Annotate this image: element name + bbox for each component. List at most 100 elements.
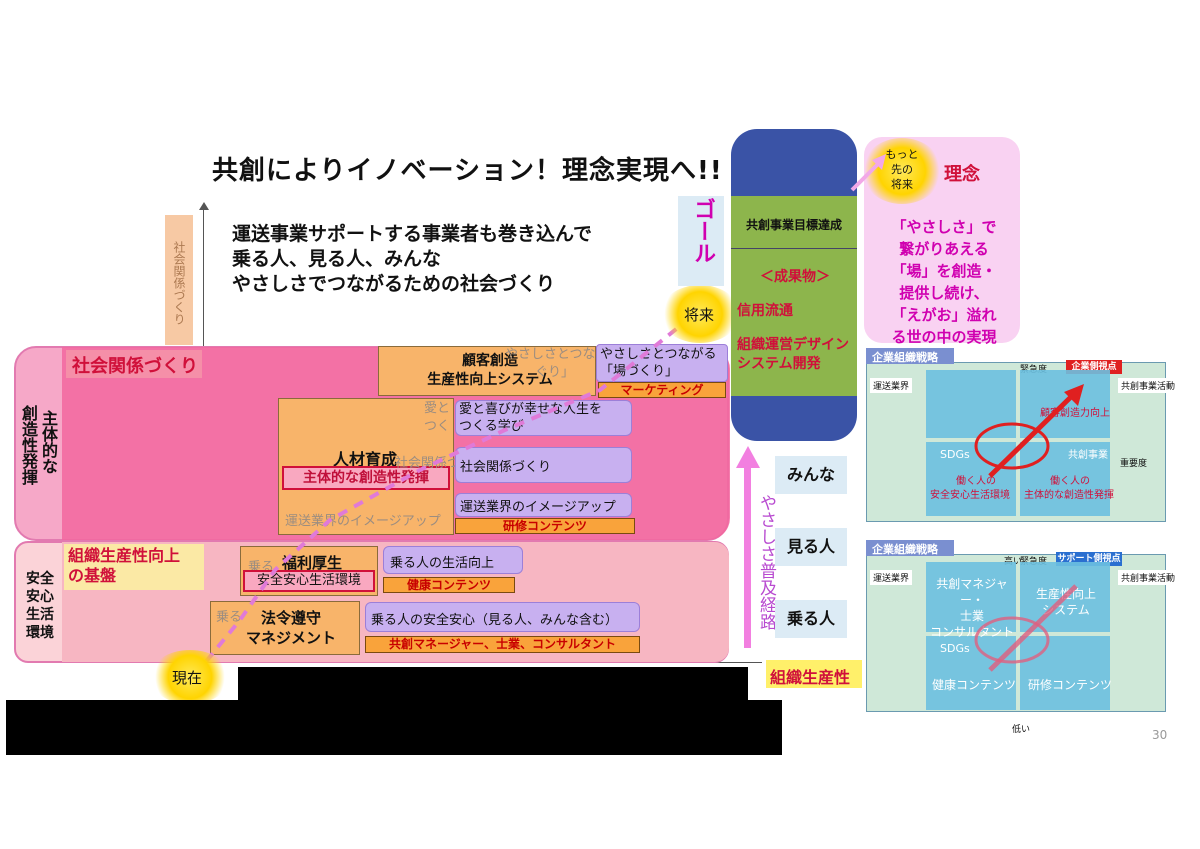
route-arrow-shaft <box>744 466 751 648</box>
band-creativity-title: 社会関係づくり <box>72 356 198 377</box>
route-minna: みんな <box>775 456 847 494</box>
route-noru: 乗る人 <box>775 600 847 638</box>
jinzai-title: 人材育成 <box>333 450 398 469</box>
goal-green-panel <box>731 196 857 396</box>
kokyaku-text: 顧客創造 生産性向上システム <box>410 352 570 390</box>
matrix-bot-c-group: 共創マネジャー・ 士業 コンサルタント <box>930 576 1014 640</box>
image-box <box>455 493 632 517</box>
motto-marker <box>862 138 942 204</box>
kenko-tag: 健康コンテンツ <box>383 577 515 593</box>
kokyaku-box <box>378 346 596 396</box>
hourei-line-2: マネジメント <box>246 629 337 647</box>
rinen-line-6: る世の中の実現 <box>891 328 997 346</box>
y-axis-label: 社会関係づくり <box>165 215 193 345</box>
goal-seika: ＜成果物＞ <box>760 269 830 285</box>
subtitle-line-1: 運送事業サポートする事業者も巻き込んで <box>232 223 593 245</box>
rinen-title: 理念 <box>944 164 980 185</box>
matrix-top <box>866 362 1166 522</box>
matrix-top-title-box <box>866 348 954 364</box>
matrix-top-c4: 安全安心生活環境 <box>930 490 1010 501</box>
redaction-block-2 <box>6 700 782 755</box>
band-safety-title-1: 組織生産性向上 <box>68 546 181 565</box>
shakai-text: 社会関係づくり <box>460 460 552 475</box>
matrix-top-c5: 働く人の <box>1050 476 1090 487</box>
matrix-bot-tag2: 共創事業活動 <box>1118 570 1179 585</box>
fukuri-title: 福利厚生 <box>282 554 343 572</box>
ghost-ai: 愛と つく <box>424 400 450 436</box>
fukuri-subtitle: 安全安心生活環境 <box>243 570 375 592</box>
matrix-bot-c6: SDGs <box>940 642 970 655</box>
marketing-tag: マーケティング <box>598 382 726 398</box>
band-creativity-side-a: 主体的な <box>39 410 58 474</box>
ghost-ai-1: 愛と <box>424 401 451 416</box>
rinen-text: 「やさしさ」で 繋がりあえる 「場」を創造・ 提供し続け、 「えがお」溢れ る世… <box>872 216 1016 348</box>
matrix-top-k2: 重要度 <box>1120 459 1148 469</box>
shorai-label: 将来 <box>684 306 715 324</box>
band-creativity-title-box <box>66 350 202 378</box>
rinen-arrow <box>850 154 886 192</box>
subtitle-line-2: 乗る人、見る人、みんな <box>232 248 442 270</box>
matrix-bot-tag1: 運送業界 <box>870 570 913 585</box>
kokyaku-line-1: 顧客創造 <box>462 353 518 369</box>
matrix-top-arrow <box>974 384 1084 478</box>
subtitle: 運送事業サポートする事業者も巻き込んで 乗る人、見る人、みんな やさしさでつなが… <box>232 222 592 297</box>
band-safety-title: 組織生産性向上 の基盤 <box>68 546 180 586</box>
page-title: 共創によりイノベーション！理念実現へ!! <box>212 156 723 186</box>
x-axis-label: 組織生産性 <box>770 668 851 687</box>
route-label: やさしさ普及経路 <box>756 494 776 630</box>
matrix-top-q4 <box>1020 442 1110 516</box>
goal-top-text: 共創事業目標達成 <box>745 218 842 232</box>
matrix-top-c2: 顧客創造力向上 <box>1040 408 1110 419</box>
kokyaku-line-2: 生産性向上システム <box>427 372 553 388</box>
redaction-block-1 <box>238 667 748 703</box>
motto-line-3: 将来 <box>891 178 913 191</box>
anshin-box <box>365 602 640 632</box>
goal-item2-line2: システム開発 <box>737 356 821 372</box>
ghost-hourei: 乗る <box>216 610 243 625</box>
rinen-line-5: 「えがお」溢れ <box>891 306 997 324</box>
kyoso-tag: 共創マネージャー、士業、コンサルタント <box>365 636 640 653</box>
ghost-ai-2: つく <box>424 419 451 434</box>
band-safety-side-c: 生活 <box>26 607 54 623</box>
matrix-bot-q4 <box>1020 636 1110 710</box>
matrix-top-tag2: 共創事業活動 <box>1118 378 1179 393</box>
matrix-top-c7: 共創事業 <box>1068 450 1108 461</box>
goal-item1: 信用流通 <box>737 303 793 319</box>
yasashisa-line-1: やさしさとつながる <box>600 347 717 362</box>
route-miru: 見る人 <box>775 528 847 566</box>
band-safety-side-d: 環境 <box>26 625 54 641</box>
matrix-bot-arrow <box>974 584 1078 672</box>
shorai-marker <box>660 285 740 343</box>
seikatsu-box <box>383 546 523 574</box>
matrix-top-q3 <box>926 442 1016 516</box>
genzai-label: 現在 <box>172 669 203 687</box>
matrix-bot-k2: 低い <box>1012 725 1031 735</box>
matrix-bot <box>866 554 1166 712</box>
goal-divider <box>731 248 857 249</box>
goal-item2-line1: 組織運営デザイン <box>737 337 849 353</box>
band-safety-title-box <box>64 544 204 590</box>
matrix-top-title: 企業組織戦略 <box>872 351 938 364</box>
matrix-top-c1: SDGs <box>940 448 970 461</box>
hourei-text: 法令遵守 マネジメント <box>246 608 336 648</box>
matrix-bot-c1: 共創マネジャー・ <box>936 577 1008 607</box>
route-arrow-head <box>736 446 760 468</box>
page-number: 30 <box>1152 728 1168 742</box>
ghost-yasashisa: やさしさとつな ぐり」 <box>505 346 595 382</box>
matrix-bot-c7: 健康コンテンツ <box>932 678 1017 692</box>
matrix-bot-title-box <box>866 540 954 556</box>
band-safety-side: 安全 安心 生活 環境 <box>22 570 58 642</box>
matrix-bot-c3: コンサルタント <box>930 625 1015 639</box>
ghost-yasashisa-2: ぐり」 <box>535 365 575 380</box>
rinen-line-3: 「場」を創造・ <box>891 262 997 280</box>
matrix-bot-title: 企業組織戦略 <box>872 543 938 556</box>
motto-line-2: 先の <box>891 163 913 176</box>
y-axis-arrow <box>199 202 209 210</box>
genzai-marker <box>150 650 230 704</box>
matrix-top-q1 <box>926 370 1016 438</box>
seikatsu-text: 乗る人の生活向上 <box>390 556 495 571</box>
subtitle-line-3: やさしさでつながるための社会づくり <box>232 273 556 295</box>
band-safety-title-2: の基盤 <box>68 566 117 585</box>
ghost-kankei: 社会関係づ <box>395 456 461 471</box>
